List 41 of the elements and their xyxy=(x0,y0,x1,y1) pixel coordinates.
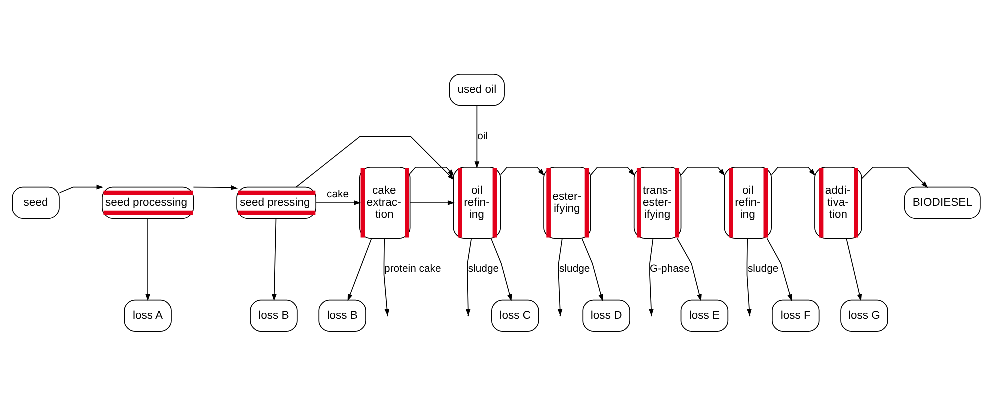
arrow xyxy=(490,238,512,301)
arrow xyxy=(862,166,928,188)
arrow xyxy=(272,218,277,301)
arrow xyxy=(771,166,816,176)
node-box: loss A xyxy=(124,299,172,332)
arrow xyxy=(500,166,545,176)
edge-label: sludge xyxy=(560,264,590,275)
node-box: used oil xyxy=(449,74,505,106)
arrow xyxy=(766,238,792,301)
arrow xyxy=(146,218,150,301)
arrow xyxy=(193,184,238,190)
arrow xyxy=(384,238,390,316)
arrow xyxy=(348,238,372,301)
edge-label: cake xyxy=(327,188,350,200)
arrow xyxy=(582,238,604,301)
edge-label: oil xyxy=(478,130,488,142)
arrow xyxy=(474,105,480,168)
edge-label: G-phase xyxy=(650,264,690,275)
edge-label: sludge xyxy=(468,264,500,275)
edge-label: sludge xyxy=(748,264,779,275)
node-box: loss G xyxy=(840,299,888,332)
edge-label: protein cake xyxy=(384,264,442,275)
arrow xyxy=(649,238,654,316)
node-box: loss D xyxy=(582,299,630,332)
arrow xyxy=(59,184,104,193)
arrow xyxy=(846,238,862,301)
node-box: loss E xyxy=(680,299,729,332)
node-box: loss F xyxy=(772,299,820,332)
arrow xyxy=(681,166,726,176)
arrow xyxy=(746,238,752,316)
node-box: seed xyxy=(12,186,60,219)
arrow xyxy=(590,166,635,176)
arrow xyxy=(316,200,362,205)
arrow xyxy=(410,200,455,205)
node-box: loss B xyxy=(318,299,366,332)
node-box: loss C xyxy=(492,299,540,332)
arrow xyxy=(296,136,454,188)
arrow xyxy=(677,238,702,301)
node-box: BIODIESEL xyxy=(904,186,981,219)
arrow xyxy=(410,166,454,176)
node-box: loss B xyxy=(250,299,298,332)
